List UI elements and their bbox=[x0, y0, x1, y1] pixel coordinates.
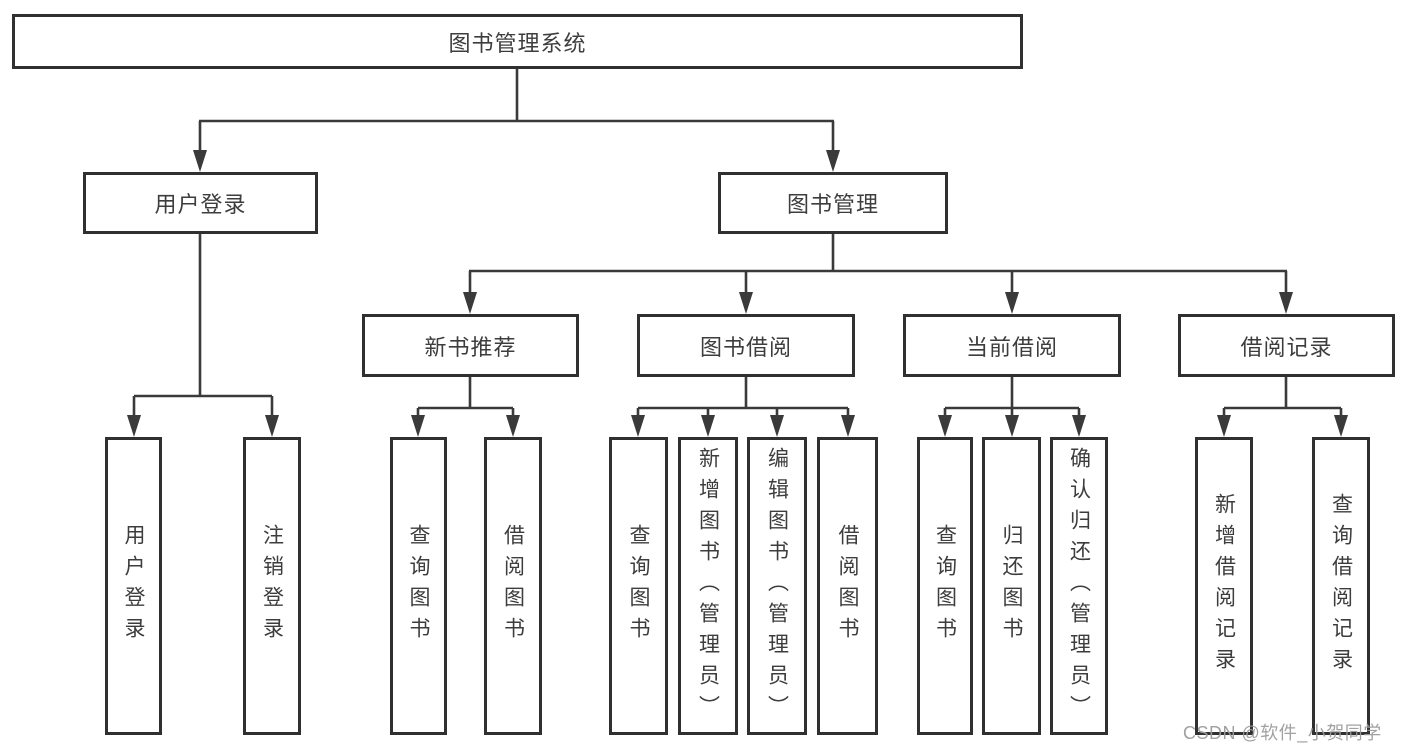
leaf-label: 归还图书 bbox=[1000, 524, 1023, 648]
leaf-label: 查询借阅记录 bbox=[1329, 493, 1353, 679]
leaf-label: 查询图书 bbox=[933, 524, 957, 648]
node-book-borrowing: 图书借阅 bbox=[637, 314, 855, 377]
node-new-book-recommend: 新书推荐 bbox=[362, 314, 579, 377]
leaf-add-borrow-record: 新增借阅记录 bbox=[1195, 437, 1253, 735]
connector-new-book-recommend-to-leaves bbox=[411, 377, 520, 437]
node-library-system: 图书管理系统 bbox=[12, 14, 1023, 69]
leaf-label: 注销登录 bbox=[260, 524, 284, 648]
node-borrowing-records: 借阅记录 bbox=[1178, 314, 1395, 377]
node-user-login-branch: 用户登录 bbox=[83, 172, 318, 234]
connector-borrowing-records-to-leaves bbox=[1217, 377, 1348, 437]
leaf-label: 借阅图书 bbox=[501, 524, 525, 648]
connector-user-login-to-leaves bbox=[127, 234, 279, 437]
leaf-label: 新增借阅记录 bbox=[1212, 493, 1236, 679]
connector-book-borrowing-to-leaves bbox=[631, 377, 855, 437]
leaf-borrow-books-recommend: 借阅图书 bbox=[484, 437, 542, 735]
leaf-return-books: 归还图书 bbox=[982, 437, 1041, 735]
leaf-add-books-admin: 新增图书（管理员） bbox=[678, 437, 738, 735]
connector-book-management-to-level3 bbox=[463, 234, 1293, 314]
leaf-label: 新增图书（管理员） bbox=[696, 446, 720, 726]
connector-root-to-level2 bbox=[193, 69, 840, 172]
watermark: CSDN @软件_小贺同学 bbox=[1183, 723, 1382, 743]
leaf-confirm-return-admin: 确认归还（管理员） bbox=[1050, 437, 1108, 735]
leaf-logout: 注销登录 bbox=[243, 437, 301, 735]
leaf-label: 借阅图书 bbox=[836, 524, 859, 648]
leaf-label: 编辑图书（管理员） bbox=[765, 446, 789, 726]
leaf-user-login: 用户登录 bbox=[105, 437, 162, 735]
leaf-query-books-borrowing: 查询图书 bbox=[609, 437, 668, 735]
leaf-edit-books-admin: 编辑图书（管理员） bbox=[747, 437, 807, 735]
node-current-borrowing: 当前借阅 bbox=[903, 314, 1121, 377]
leaf-label: 查询图书 bbox=[407, 524, 430, 648]
leaf-query-books-current: 查询图书 bbox=[917, 437, 973, 735]
leaf-label: 用户登录 bbox=[122, 524, 145, 648]
connector-current-borrowing-to-leaves bbox=[938, 377, 1086, 437]
leaf-label: 确认归还（管理员） bbox=[1067, 446, 1091, 726]
leaf-query-books-recommend: 查询图书 bbox=[390, 437, 447, 735]
leaf-borrow-books: 借阅图书 bbox=[817, 437, 878, 735]
node-book-management: 图书管理 bbox=[718, 172, 948, 234]
leaf-label: 查询图书 bbox=[627, 524, 650, 648]
leaf-query-borrow-record: 查询借阅记录 bbox=[1312, 437, 1370, 735]
